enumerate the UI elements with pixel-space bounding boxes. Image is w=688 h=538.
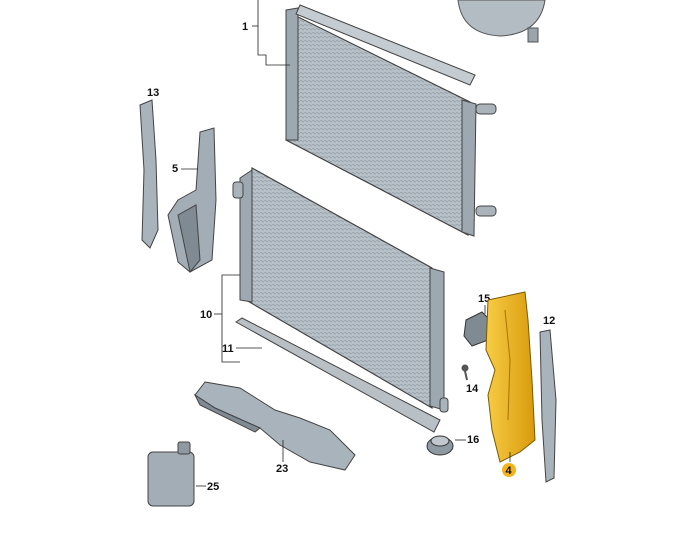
highlight-marker <box>502 463 516 477</box>
label-1-text: 1 <box>242 21 248 33</box>
svg-text:25: 25 <box>207 481 219 493</box>
label-5: 5 <box>172 163 178 175</box>
svg-text:14: 14 <box>466 383 479 395</box>
svg-text:12: 12 <box>543 315 555 327</box>
svg-text:11: 11 <box>222 343 234 355</box>
screw-14: 14 <box>461 364 479 395</box>
radiator-upper <box>285 4 497 237</box>
svg-text:10: 10 <box>200 309 212 321</box>
label-1: 1 <box>242 0 290 66</box>
label-13: 13 <box>147 87 159 99</box>
expansion-tank <box>457 0 546 43</box>
svg-text:16: 16 <box>467 434 479 446</box>
label-10: 10 <box>200 274 240 363</box>
bracket-15: 15 <box>463 293 491 347</box>
radiator-lower <box>232 167 449 413</box>
air-duct-23: 23 <box>193 381 356 475</box>
air-guide-13: 13 <box>139 87 159 249</box>
seal-strip-11: 11 <box>222 317 441 433</box>
air-guide-4-highlighted: 4 <box>485 291 536 477</box>
cap-16: 16 <box>426 434 479 456</box>
coolant-container-25: 25 <box>147 441 219 507</box>
seal-12: 12 <box>539 315 557 483</box>
svg-text:15: 15 <box>478 293 490 305</box>
air-guide-5: 5 <box>167 127 217 274</box>
svg-text:4: 4 <box>506 465 513 477</box>
svg-text:23: 23 <box>276 463 288 475</box>
